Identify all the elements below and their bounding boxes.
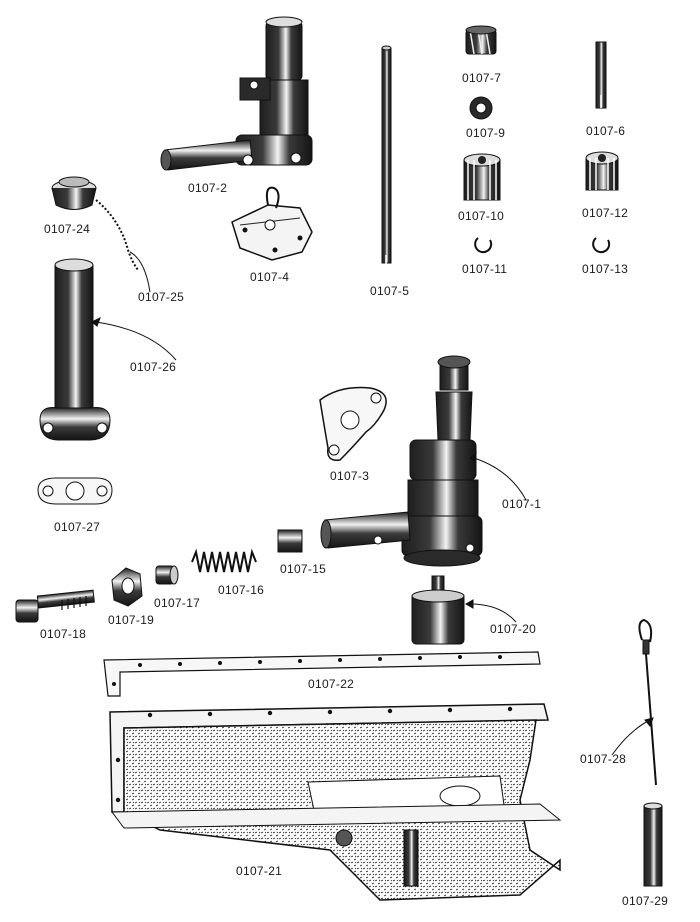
- label-0107-29: 0107-29: [622, 894, 669, 908]
- relief-spring: [191, 548, 257, 573]
- tube-gasket: [37, 477, 113, 505]
- bolt: [15, 589, 95, 623]
- idler-gear: [585, 151, 619, 191]
- pump-shaft: [381, 45, 392, 266]
- sleeve: [277, 529, 303, 553]
- washer: [469, 96, 493, 120]
- filler-cap: [51, 176, 97, 210]
- label-0107-27: 0107-27: [54, 520, 101, 534]
- label-0107-16: 0107-16: [218, 583, 265, 597]
- leader-lines: [91, 251, 654, 756]
- nut: [111, 567, 143, 607]
- oil-screen: [411, 575, 465, 645]
- filler-tube: [39, 258, 111, 441]
- label-0107-28: 0107-28: [580, 752, 627, 766]
- snap-ring: [474, 237, 493, 254]
- label-0107-15: 0107-15: [280, 562, 327, 576]
- label-0107-13: 0107-13: [582, 262, 629, 276]
- label-0107-24: 0107-24: [44, 222, 91, 236]
- label-0107-18: 0107-18: [40, 627, 87, 641]
- label-0107-9: 0107-9: [466, 126, 506, 140]
- oil-pan: [109, 703, 562, 901]
- label-0107-6: 0107-6: [586, 124, 626, 138]
- label-0107-10: 0107-10: [458, 209, 505, 223]
- label-0107-20: 0107-20: [490, 622, 537, 636]
- cap-chain: [95, 199, 139, 271]
- label-0107-3: 0107-3: [330, 469, 370, 483]
- label-0107-4: 0107-4: [250, 270, 290, 284]
- dipstick: [638, 618, 657, 786]
- label-0107-17: 0107-17: [154, 596, 201, 610]
- dipstick-tube: [643, 802, 663, 887]
- oil-pump-assembly-main: [320, 355, 483, 567]
- label-0107-1: 0107-1: [502, 497, 542, 511]
- label-0107-11: 0107-11: [462, 262, 508, 276]
- pump-cover-plate: [231, 186, 313, 261]
- pin: [595, 41, 607, 109]
- label-0107-26: 0107-26: [130, 360, 177, 374]
- label-0107-21: 0107-21: [236, 864, 283, 878]
- pan-gasket: [103, 651, 541, 697]
- pump-gear-large: [463, 153, 501, 201]
- label-0107-22: 0107-22: [308, 677, 355, 691]
- snap-ring-small: [592, 237, 611, 254]
- label-0107-12: 0107-12: [582, 206, 629, 220]
- label-0107-7: 0107-7: [462, 71, 502, 85]
- label-0107-25: 0107-25: [138, 290, 185, 304]
- pump-gasket: [319, 386, 387, 461]
- label-0107-5: 0107-5: [370, 284, 410, 298]
- drive-gear: [465, 25, 497, 55]
- label-0107-19: 0107-19: [108, 613, 155, 627]
- label-0107-2: 0107-2: [188, 181, 228, 195]
- plunger: [155, 565, 179, 585]
- oil-pump-assembly-small: [160, 16, 313, 171]
